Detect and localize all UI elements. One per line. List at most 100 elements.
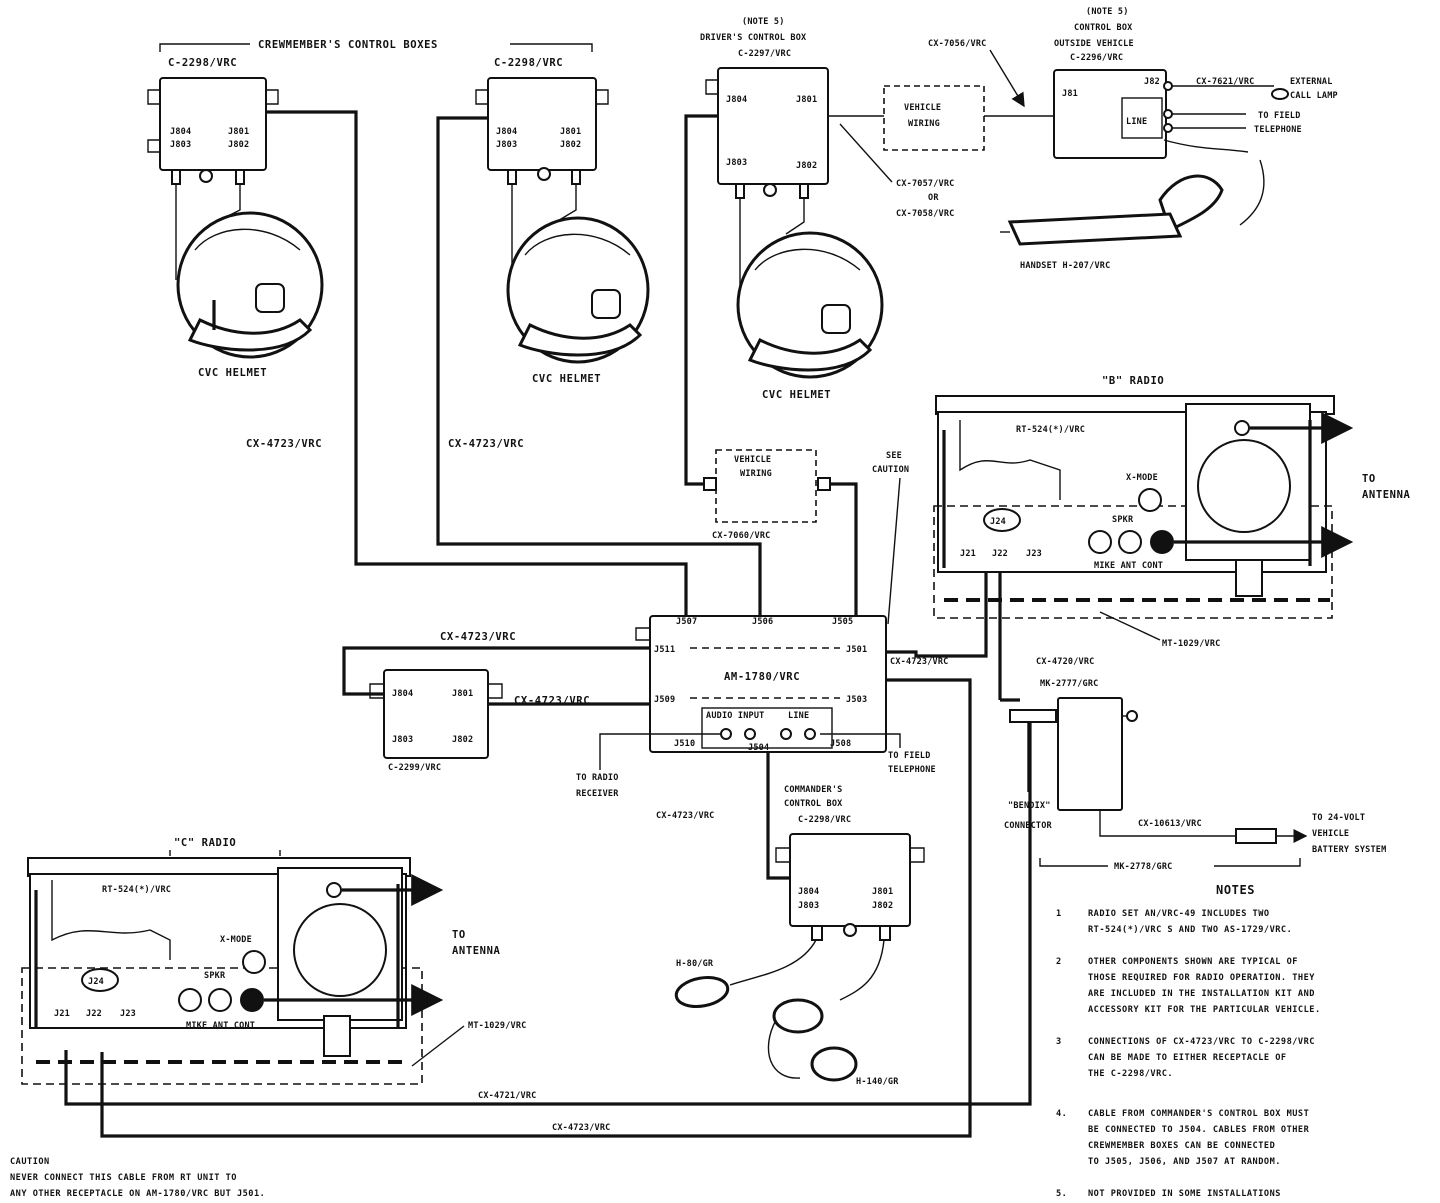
helmet-3-label: CVC HELMET (762, 389, 831, 401)
radio-b-j24: J24 (990, 517, 1006, 527)
crew-boxes-label: CREWMEMBER'S CONTROL BOXES (258, 39, 438, 51)
note-4-num: 4. (1056, 1109, 1067, 1119)
helmet-1-label: CVC HELMET (198, 367, 267, 379)
cvc-helmet-2: CVC HELMET (506, 184, 650, 385)
to-radio-receiver-1: TO RADIO (576, 773, 619, 783)
cx4723-label-g: CX-4723/VRC (552, 1123, 611, 1133)
radio-c-j24: J24 (88, 977, 104, 987)
note-1-num: 1 (1056, 909, 1062, 919)
driver-box-model: C-2297/VRC (738, 49, 791, 59)
driver-box-j802: J802 (796, 161, 817, 171)
radio-c-to-antenna-2: ANTENNA (452, 945, 501, 957)
or-label: OR (928, 193, 939, 203)
radio-b-j23: J23 (1026, 549, 1042, 559)
cx7056-label: CX-7056/VRC (928, 39, 987, 49)
note-5-num: 5. (1056, 1189, 1067, 1199)
cx4723-label-a: CX-4723/VRC (246, 438, 322, 450)
outside-box-line: LINE (1126, 117, 1147, 127)
helmet-2-label: CVC HELMET (532, 373, 601, 385)
outside-box-title-2: OUTSIDE VEHICLE (1054, 39, 1134, 49)
cx7057-label: CX-7057/VRC (896, 179, 955, 189)
note-2-line-3: ARE INCLUDED IN THE INSTALLATION KIT AND (1088, 989, 1315, 999)
mt1029-label-c: MT-1029/VRC (468, 1021, 527, 1031)
crew-box-2-j801: J801 (560, 127, 581, 137)
to-24v-1: TO 24-VOLT (1312, 813, 1365, 823)
caution-block: CAUTION NEVER CONNECT THIS CABLE FROM RT… (10, 1157, 265, 1199)
radio-b-title: "B" RADIO (1102, 375, 1164, 387)
external-lamp-2: CALL LAMP (1290, 91, 1338, 101)
radio-c-j23: J23 (120, 1009, 136, 1019)
h140-headset: H-140/GR (767, 998, 899, 1087)
crew-boxes-bracket: CREWMEMBER'S CONTROL BOXES (159, 39, 593, 52)
cx4723-label-f: CX-4723/VRC (656, 811, 715, 821)
note-5-line-1: NOT PROVIDED IN SOME INSTALLATIONS (1088, 1189, 1281, 1199)
radio-b-model: RT-524(*)/VRC (1016, 425, 1085, 435)
am-model-label: AM-1780/VRC (724, 671, 800, 683)
radio-b: "B" RADIO RT-524(*)/VRC X-MODE SPKR MIKE… (933, 375, 1411, 649)
driver-box-j804: J804 (726, 95, 747, 105)
mk2778-label: MK-2778/GRC (1114, 862, 1173, 872)
cables (64, 110, 1306, 1138)
vehicle-wiring-mid-2: WIRING (740, 469, 772, 479)
radio-b-to-antenna-1: TO (1362, 473, 1376, 485)
cx4720-label: CX-4720/VRC (1036, 657, 1095, 667)
note-2-line-1: OTHER COMPONENTS SHOWN ARE TYPICAL OF (1088, 957, 1298, 967)
c2299-j802: J802 (452, 735, 473, 745)
commander-j801: J801 (872, 887, 893, 897)
note-3-line-2: CAN BE MADE TO EITHER RECEPTACLE OF (1088, 1053, 1287, 1063)
commander-j802: J802 (872, 901, 893, 911)
cx10613-label: CX-10613/VRC (1138, 819, 1202, 829)
note-1-line-2: RT-524(*)/VRC S AND TWO AS-1729/VRC. (1088, 925, 1292, 935)
outside-box-model: C-2296/VRC (1070, 53, 1123, 63)
outside-box-title-1: CONTROL BOX (1074, 23, 1133, 33)
am-j505: J505 (832, 617, 853, 627)
crew-control-box-2: C-2298/VRC J804 J803 J801 J802 (475, 57, 609, 185)
radio-c-j21: J21 (54, 1009, 70, 1019)
crew-box-1-j801: J801 (228, 127, 249, 137)
note-2: 2 OTHER COMPONENTS SHOWN ARE TYPICAL OF … (1056, 957, 1320, 1015)
handset-label: HANDSET H-207/VRC (1020, 261, 1110, 271)
notes-block: NOTES 1 RADIO SET AN/VRC-49 INCLUDES TWO… (1056, 883, 1320, 1199)
radio-b-to-antenna-2: ANTENNA (1362, 489, 1411, 501)
notes-title: NOTES (1216, 883, 1255, 897)
caution-title: CAUTION (10, 1157, 50, 1167)
commander-j804: J804 (798, 887, 819, 897)
radio-c-to-antenna-1: TO (452, 929, 466, 941)
cx4723-label-e: CX-4723/VRC (890, 657, 949, 667)
mt1029-label-b: MT-1029/VRC (1162, 639, 1221, 649)
am-j511: J511 (654, 645, 675, 655)
radio-b-j21: J21 (960, 549, 976, 559)
mk2777-label: MK-2777/GRC (1040, 679, 1099, 689)
am-j510: J510 (674, 739, 695, 749)
note-3-num: 3 (1056, 1037, 1062, 1047)
crew-box-2-j803: J803 (496, 140, 517, 150)
am-j506: J506 (752, 617, 773, 627)
note-4: 4. CABLE FROM COMMANDER'S CONTROL BOX MU… (1056, 1109, 1309, 1167)
commander-title-1: COMMANDER'S (784, 785, 843, 795)
am-j504: J504 (748, 743, 769, 753)
c2299-label: C-2299/VRC (388, 763, 441, 773)
crew-box-1-j804: J804 (170, 127, 191, 137)
driver-control-box: (NOTE 5) DRIVER'S CONTROL BOX C-2297/VRC… (700, 17, 829, 199)
caution-line-2: ANY OTHER RECEPTACLE ON AM-1780/VRC BUT … (10, 1189, 265, 1199)
cx7060-label: CX-7060/VRC (712, 531, 771, 541)
radio-b-mike-ant: MIKE ANT CONT (1094, 561, 1163, 571)
mk2777-power-unit: CX-4720/VRC MK-2777/GRC "BENDIX" CONNECT… (1004, 657, 1386, 872)
driver-box-j803: J803 (726, 158, 747, 168)
bendix-1: "BENDIX" (1008, 801, 1051, 811)
commander-control-box: COMMANDER'S CONTROL BOX C-2298/VRC J804 … (729, 785, 925, 1001)
cx4723-label-b: CX-4723/VRC (448, 438, 524, 450)
note-3-line-1: CONNECTIONS OF CX-4723/VRC TO C-2298/VRC (1088, 1037, 1315, 1047)
vehicle-wiring-top-2: WIRING (908, 119, 940, 129)
vehicle-wiring-mid-1: VEHICLE (734, 455, 771, 465)
radio-c-j22: J22 (86, 1009, 102, 1019)
to-field-tel2-1: TO FIELD (888, 751, 931, 761)
radio-b-xmode: X-MODE (1126, 473, 1158, 483)
to-field-tel2-2: TELEPHONE (888, 765, 936, 775)
cx4723-label-c: CX-4723/VRC (440, 631, 516, 643)
cx4721-label: CX-4721/VRC (478, 1091, 537, 1101)
note-2-num: 2 (1056, 957, 1062, 967)
radio-c-xmode: X-MODE (220, 935, 252, 945)
